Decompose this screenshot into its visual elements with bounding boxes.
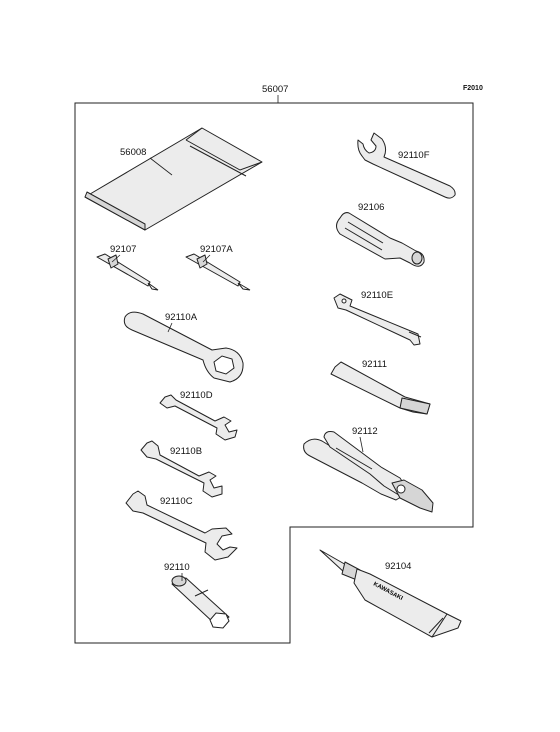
screwdriver-a-illustration: [96, 253, 159, 291]
label-bag: 56008: [120, 147, 146, 158]
wrench-d-illustration: [159, 394, 238, 441]
kit-border: [74, 102, 474, 644]
label-hook-spanner: 92110F: [398, 150, 430, 161]
label-extension-bar: 92111: [362, 359, 387, 370]
figure-code: F2010: [463, 85, 483, 92]
hook-spanner-illustration: [357, 132, 456, 199]
box-wrench-illustration: [123, 311, 244, 383]
pliers-illustration: [303, 431, 434, 513]
wrench-b-illustration: [140, 440, 223, 498]
label-wrench-c: 92110C: [160, 496, 193, 507]
wrench-c-illustration: [125, 490, 238, 561]
screwdriver-b-illustration: [185, 253, 251, 291]
label-kit: 56007: [262, 84, 288, 95]
tool-bag-illustration: [84, 127, 263, 231]
grease-tube-illustration: KAWASAKI: [319, 549, 462, 638]
label-wrench-b: 92110B: [170, 446, 202, 457]
handle-illustration: [336, 212, 425, 267]
label-box-wrench: 92110A: [165, 312, 198, 323]
label-screwdriver-b: 92107A: [200, 244, 233, 255]
socket-illustration: [171, 575, 230, 629]
label-socket: 92110: [164, 562, 190, 573]
label-screwdriver-a: 92107: [110, 244, 136, 255]
pin-wrench-illustration: [333, 293, 422, 346]
label-pliers: 92112: [352, 426, 378, 437]
label-pin-wrench: 92110E: [361, 290, 393, 301]
extension-bar-illustration: [330, 361, 431, 415]
label-wrench-d: 92110D: [180, 390, 213, 401]
label-grease-tube: 92104: [385, 561, 411, 572]
label-handle: 92106: [358, 202, 384, 213]
